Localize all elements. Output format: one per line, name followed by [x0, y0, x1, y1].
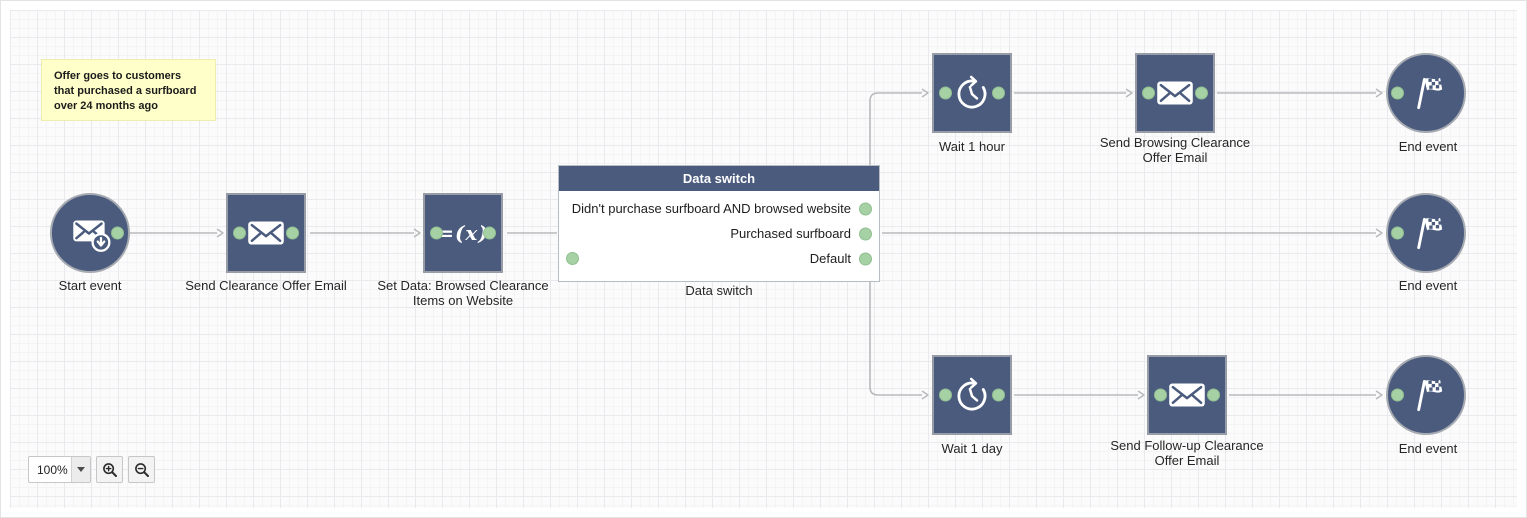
input-port[interactable]	[430, 226, 443, 240]
zoom-level-select[interactable]: 100%	[28, 456, 91, 483]
email-start-icon	[73, 220, 111, 252]
node-send-clearance-offer-email[interactable]	[226, 193, 306, 273]
node-label: Data switch	[685, 283, 753, 298]
set-data-formula-icon: =(x)	[437, 221, 489, 245]
node-set-data[interactable]: =(x)	[423, 193, 503, 273]
input-port[interactable]	[1391, 226, 1404, 240]
node-label: Start event	[58, 278, 122, 293]
checkered-flag-icon	[1417, 77, 1443, 110]
branch-label: Default	[809, 251, 851, 266]
node-label: Send Browsing Clearance Offer Email	[1099, 135, 1251, 165]
zoom-out-button[interactable]	[128, 456, 155, 483]
data-switch-branch[interactable]: Default	[559, 246, 879, 271]
data-switch-body: Didn't purchase surfboard AND browsed we…	[559, 191, 879, 281]
sticky-note[interactable]: Offer goes to customers that purchased a…	[41, 59, 216, 121]
node-wait-1-day[interactable]	[932, 355, 1012, 435]
input-port[interactable]	[566, 252, 579, 265]
node-data-switch[interactable]: Data switch Didn't purchase surfboard AN…	[558, 165, 880, 282]
node-label: Wait 1 day	[941, 441, 1003, 456]
input-port[interactable]	[939, 86, 952, 100]
node-end-event-middle[interactable]	[1386, 193, 1466, 273]
magnifier-minus-icon	[134, 462, 149, 477]
node-end-event-top[interactable]	[1386, 53, 1466, 133]
input-port[interactable]	[1391, 388, 1404, 402]
output-port[interactable]	[111, 226, 124, 240]
wait-clock-icon	[957, 377, 987, 411]
checkered-flag-icon	[1417, 217, 1443, 250]
data-switch-branch[interactable]: Purchased surfboard	[559, 221, 879, 246]
output-port[interactable]	[1207, 388, 1220, 402]
input-port[interactable]	[1391, 86, 1404, 100]
zoom-toolbar: 100%	[28, 456, 155, 483]
output-port[interactable]	[992, 86, 1005, 100]
data-switch-branch[interactable]: Didn't purchase surfboard AND browsed we…	[559, 196, 879, 221]
output-port[interactable]	[483, 226, 496, 240]
branch-label: Didn't purchase surfboard AND browsed we…	[571, 201, 851, 216]
node-label: Wait 1 hour	[939, 139, 1005, 154]
output-port[interactable]	[286, 226, 299, 240]
node-send-browsing-clearance-offer-email[interactable]	[1135, 53, 1215, 133]
node-label: End event	[1398, 139, 1458, 154]
output-port[interactable]	[859, 227, 872, 240]
sticky-note-line: that purchased a surfboard	[54, 85, 197, 97]
output-port[interactable]	[859, 202, 872, 215]
caret-down-icon	[71, 457, 90, 482]
zoom-in-button[interactable]	[96, 456, 123, 483]
data-switch-header: Data switch	[559, 166, 879, 191]
node-label: Set Data: Browsed Clearance Items on Web…	[377, 278, 549, 308]
branch-label: Purchased surfboard	[730, 226, 851, 241]
node-label: End event	[1398, 278, 1458, 293]
output-port[interactable]	[859, 252, 872, 265]
output-port[interactable]	[992, 388, 1005, 402]
wait-clock-icon	[957, 75, 987, 109]
input-port[interactable]	[939, 388, 952, 402]
checkered-flag-icon	[1417, 379, 1443, 412]
email-icon	[1157, 81, 1193, 105]
node-end-event-bottom[interactable]	[1386, 355, 1466, 435]
email-icon	[248, 221, 284, 245]
node-label: Send Clearance Offer Email	[185, 278, 347, 293]
magnifier-plus-icon	[102, 462, 117, 477]
node-label: Send Follow-up Clearance Offer Email	[1110, 438, 1264, 468]
sticky-note-line: Offer goes to customers	[54, 70, 182, 82]
node-wait-1-hour[interactable]	[932, 53, 1012, 133]
output-port[interactable]	[1195, 86, 1208, 100]
node-label: End event	[1398, 441, 1458, 456]
node-send-followup-clearance-offer-email[interactable]	[1147, 355, 1227, 435]
email-icon	[1169, 383, 1205, 407]
input-port[interactable]	[1154, 388, 1167, 402]
zoom-level-value: 100%	[37, 462, 68, 477]
node-start-event[interactable]	[50, 193, 130, 273]
input-port[interactable]	[1142, 86, 1155, 100]
input-port[interactable]	[233, 226, 246, 240]
sticky-note-line: over 24 months ago	[54, 100, 158, 112]
